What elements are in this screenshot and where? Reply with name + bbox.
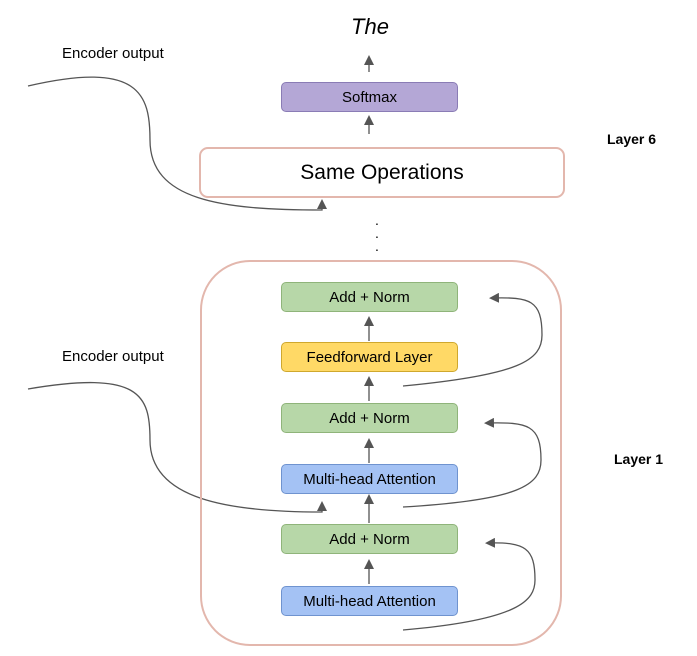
add-norm-box: Add + Norm — [281, 524, 458, 554]
encoder-output-label-layer6: Encoder output — [62, 45, 164, 62]
multi-head-attention-box: Multi-head Attention — [281, 464, 458, 494]
add-norm-box: Add + Norm — [281, 282, 458, 312]
encoder-output-label-layer1: Encoder output — [62, 348, 164, 365]
ellipsis: . . . — [373, 212, 381, 254]
block-label: Feedforward Layer — [306, 348, 433, 366]
block-label: Multi-head Attention — [303, 592, 436, 610]
dot: . — [375, 212, 379, 228]
block-label: Multi-head Attention — [303, 470, 436, 488]
layer1-frame — [200, 260, 562, 646]
feedforward-box: Feedforward Layer — [281, 342, 458, 372]
layer1-label: Layer 1 — [614, 451, 664, 467]
add-norm-box: Add + Norm — [281, 403, 458, 433]
output-word: The — [351, 14, 389, 39]
softmax-box: Softmax — [281, 82, 458, 112]
softmax-label: Softmax — [341, 88, 398, 106]
same-operations-label: Same Operations — [300, 160, 464, 184]
block-label: Add + Norm — [329, 530, 410, 548]
block-label: Add + Norm — [329, 409, 410, 427]
block-label: Add + Norm — [329, 288, 410, 306]
dot: . — [375, 225, 379, 241]
layer6-label: Layer 6 — [607, 131, 657, 147]
multi-head-attention-box: Multi-head Attention — [281, 586, 458, 616]
layer6-frame: Same Operations — [199, 147, 565, 198]
dot: . — [375, 238, 379, 254]
